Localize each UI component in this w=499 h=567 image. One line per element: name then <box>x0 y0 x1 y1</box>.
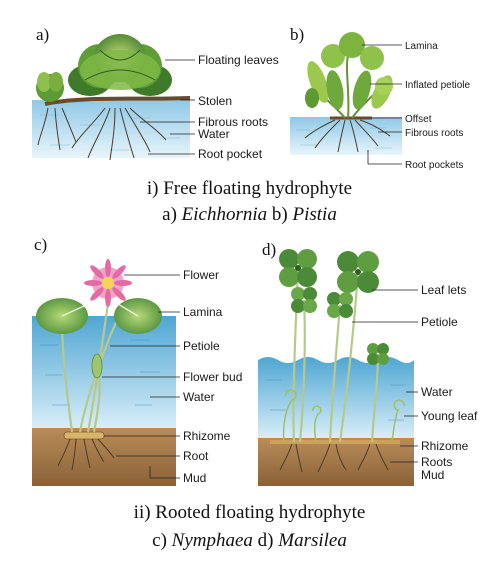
label-fibrous-roots-b: Fibrous roots <box>405 128 463 139</box>
panel-a-offset-plant <box>36 72 64 102</box>
label-root-pockets: Root pockets <box>405 160 463 171</box>
label-water-a: Water <box>198 127 230 141</box>
panel-c: c) <box>32 235 242 486</box>
label-mud-d: Mud <box>421 468 444 482</box>
label-root-pocket: Root pocket <box>198 147 263 161</box>
label-floating-leaves: Floating leaves <box>198 53 279 67</box>
label-flower: Flower <box>183 268 219 282</box>
label-rhizome-d: Rhizome <box>421 439 469 453</box>
panel-c-flower <box>84 259 132 307</box>
panel-d: d) <box>258 240 478 486</box>
label-petiole-c: Petiole <box>183 339 220 353</box>
panel-d-letter: d) <box>262 240 276 259</box>
label-mud-c: Mud <box>183 471 206 485</box>
label-lamina-c: Lamina <box>183 305 223 319</box>
label-petiole-d: Petiole <box>421 315 458 329</box>
label-leaflets: Leaf lets <box>421 283 466 297</box>
panel-c-letter: c) <box>34 235 47 254</box>
label-inflated-petiole: Inflated petiole <box>405 80 470 91</box>
label-water-c: Water <box>183 390 215 404</box>
caption-free-examples: a) Eichhornia b) Pistia <box>162 204 337 225</box>
label-water-d: Water <box>421 385 453 399</box>
panel-b: b) Lami <box>290 25 470 171</box>
label-roots-d: Roots <box>421 455 452 469</box>
caption-rooted-examples: c) Nymphaea d) Marsilea <box>152 530 347 551</box>
label-flower-bud: Flower bud <box>183 370 242 384</box>
caption-rooted-floating: ii) Rooted floating hydrophyte <box>134 502 366 523</box>
panel-c-rhizome <box>64 432 104 439</box>
panel-d-water <box>258 357 414 438</box>
panel-b-letter: b) <box>290 25 304 44</box>
caption-free-floating: i) Free floating hydrophyte <box>147 178 352 199</box>
panel-a: a) <box>32 25 279 161</box>
label-lamina-b: Lamina <box>405 41 438 52</box>
label-root-c: Root <box>183 449 209 463</box>
panel-a-floating-leaves <box>68 34 172 96</box>
label-stolen: Stolen <box>198 94 232 108</box>
label-offset: Offset <box>405 114 432 125</box>
panel-c-flower-bud <box>92 354 102 378</box>
panel-a-letter: a) <box>36 25 49 44</box>
label-rhizome-c: Rhizome <box>183 429 231 443</box>
panel-a-water <box>32 100 190 158</box>
label-young-leaf: Young leaf <box>421 409 478 423</box>
